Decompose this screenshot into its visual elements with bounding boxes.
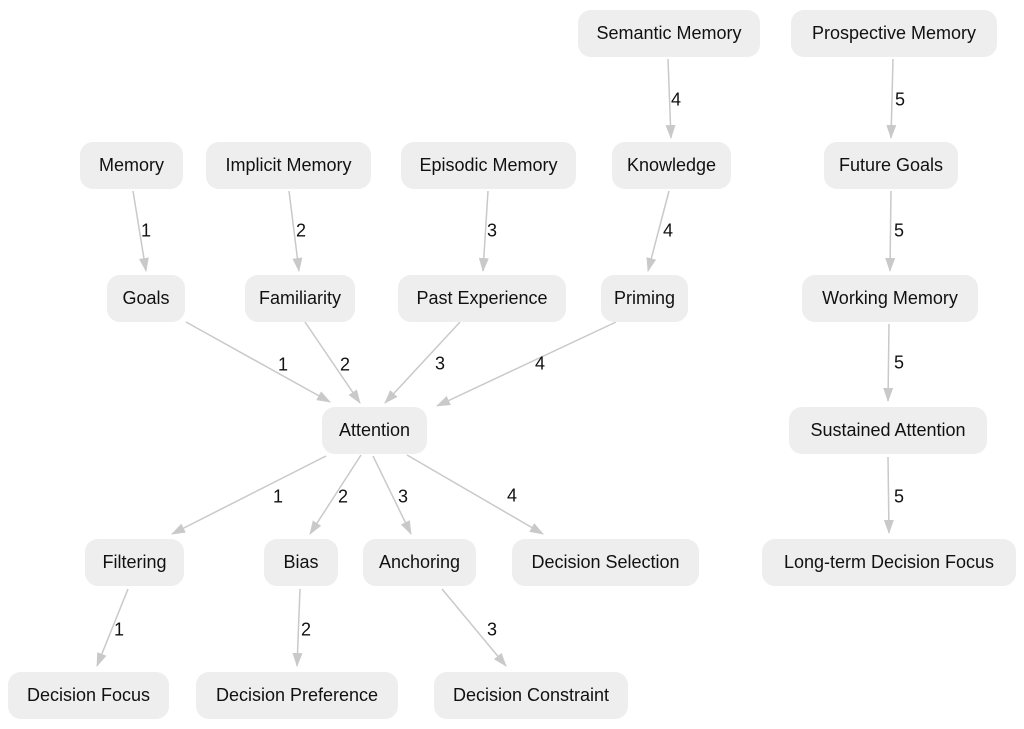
node-decision-preference: Decision Preference [196,672,398,719]
edge-label-working-memory-to-sustained-attention: 5 [893,352,905,373]
node-memory: Memory [80,142,183,189]
edge-label-implicit-memory-to-familiarity: 2 [295,220,307,241]
edge-attention-to-decision-selection [406,454,544,535]
edge-sustained-attention-to-long-term-decision-focus [883,456,894,534]
edge-filtering-to-decision-focus [96,588,129,667]
edge-label-goals-to-attention: 1 [277,354,289,375]
node-attention: Attention [322,407,427,454]
node-long-term-decision-focus: Long-term Decision Focus [762,539,1016,586]
edge-label-anchoring-to-decision-constraint: 3 [486,619,498,640]
edge-memory-to-goals [132,190,149,272]
edge-label-knowledge-to-priming: 4 [662,220,674,241]
node-familiarity: Familiarity [245,275,355,322]
edge-episodic-memory-to-past-experience [478,190,489,272]
edge-label-future-goals-to-working-memory: 5 [893,220,905,241]
edge-familiarity-to-attention [304,321,361,404]
edge-label-attention-to-filtering: 1 [272,486,284,507]
edge-prospective-memory-to-future-goals [886,58,897,139]
edge-past-experience-to-attention [384,321,461,404]
edge-priming-to-attention [436,321,617,407]
node-decision-constraint: Decision Constraint [434,672,628,719]
edge-label-sustained-attention-to-long-term-decision-focus: 5 [893,486,905,507]
edge-label-memory-to-goals: 1 [140,220,152,241]
node-decision-selection: Decision Selection [512,539,699,586]
edge-label-attention-to-anchoring: 3 [397,486,409,507]
edge-goals-to-attention [185,321,331,403]
node-filtering: Filtering [85,539,184,586]
edge-label-past-experience-to-attention: 3 [434,353,446,374]
node-sustained-attention: Sustained Attention [789,407,987,454]
node-decision-focus: Decision Focus [8,672,169,719]
node-future-goals: Future Goals [824,142,958,189]
node-goals: Goals [107,275,185,322]
node-anchoring: Anchoring [363,539,476,586]
edge-label-filtering-to-decision-focus: 1 [113,619,125,640]
edge-knowledge-to-priming [646,190,670,272]
edge-working-memory-to-sustained-attention [883,323,894,402]
node-semantic-memory: Semantic Memory [578,10,760,57]
node-prospective-memory: Prospective Memory [791,10,997,57]
edge-future-goals-to-working-memory [885,190,896,272]
edge-label-attention-to-decision-selection: 4 [506,485,518,506]
node-episodic-memory: Episodic Memory [401,142,576,189]
edge-label-bias-to-decision-preference: 2 [300,619,312,640]
edge-label-priming-to-attention: 4 [534,353,546,374]
edge-attention-to-anchoring [372,455,412,535]
edge-attention-to-bias [309,454,362,535]
node-priming: Priming [601,275,688,322]
node-knowledge: Knowledge [612,142,731,189]
edge-label-semantic-memory-to-knowledge: 4 [670,89,682,110]
node-past-experience: Past Experience [398,275,566,322]
edge-anchoring-to-decision-constraint [441,588,507,667]
edge-label-prospective-memory-to-future-goals: 5 [894,89,906,110]
node-implicit-memory: Implicit Memory [206,142,371,189]
edge-bias-to-decision-preference [292,588,303,667]
edge-label-attention-to-bias: 2 [337,486,349,507]
node-working-memory: Working Memory [802,275,978,322]
edge-label-episodic-memory-to-past-experience: 3 [486,220,498,241]
edge-label-familiarity-to-attention: 2 [339,354,351,375]
edge-semantic-memory-to-knowledge [665,58,676,139]
node-bias: Bias [264,539,338,586]
edge-attention-to-filtering [171,455,327,535]
edge-implicit-memory-to-familiarity [288,190,303,272]
